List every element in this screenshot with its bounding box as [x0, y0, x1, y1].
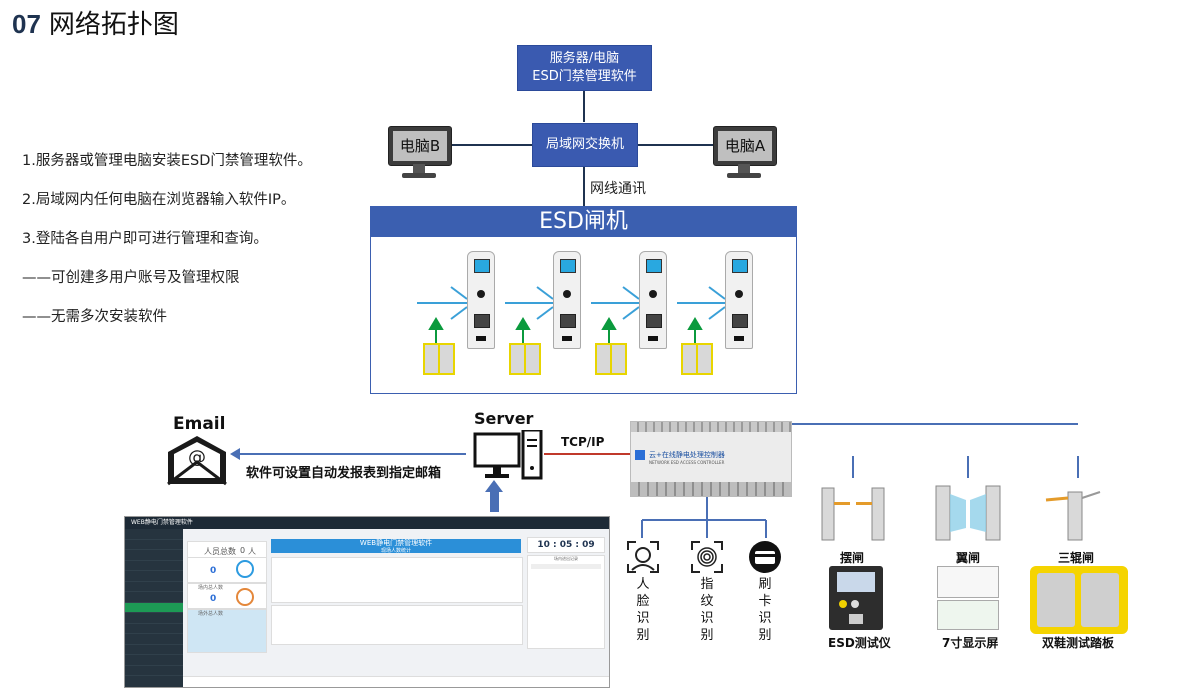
- inside-card: 0: [187, 557, 267, 583]
- shoe-pad-image: [1030, 566, 1128, 634]
- face-icon: [627, 541, 659, 573]
- email-label: Email: [173, 414, 226, 434]
- software-screenshot: WEB静电门禁管理软件 人员总数 0 人 0 场内总人数 0 场外总人数 WEB…: [124, 516, 610, 688]
- test-pad: [509, 343, 541, 375]
- chart-panel: [271, 557, 523, 603]
- tcp-label: TCP/IP: [561, 435, 605, 449]
- reader-label-face: 人脸识别: [636, 577, 650, 643]
- pc-a-label: 电脑A: [718, 131, 772, 161]
- turnstile: [467, 251, 495, 349]
- reader-label-card: 刷卡识别: [758, 577, 772, 643]
- outside-card: 场外总人数: [187, 609, 267, 653]
- list-item: ——无需多次安装软件: [22, 309, 167, 325]
- inside-count: 0: [210, 566, 217, 576]
- section-number: 07: [12, 9, 41, 39]
- switch-box: 局域网交换机: [532, 123, 638, 167]
- gate-label-tripod: 三辊闸: [1058, 551, 1095, 565]
- total-value: 0: [240, 546, 246, 555]
- gate-label-swing: 摆闸: [840, 551, 865, 565]
- gate-group-box: ESD闸机: [370, 206, 797, 394]
- turnstile: [725, 251, 753, 349]
- app-window-title: WEB静电门禁管理软件: [125, 517, 609, 529]
- switch-label: 局域网交换机: [545, 137, 624, 152]
- pc-b-label: 电脑B: [393, 131, 447, 161]
- device-label-tester: ESD测试仪: [828, 636, 891, 650]
- test-pad: [681, 343, 713, 375]
- tripod-gate-image: [1045, 491, 1101, 541]
- server-computer-icon: [473, 430, 543, 480]
- svg-text:@: @: [188, 447, 206, 468]
- test-pad: [423, 343, 455, 375]
- fingerprint-icon: [691, 541, 723, 573]
- controller-name: 云+在线静电处理控制器: [649, 451, 725, 459]
- swing-gate-image: [821, 487, 885, 541]
- inside-total-value: 0: [210, 594, 217, 604]
- test-pad: [595, 343, 627, 375]
- feature-list: 1.服务器或管理电脑安装ESD门禁管理软件。 2.局域网内任何电脑在浏览器输入软…: [22, 150, 312, 345]
- list-item: ——可创建多用户账号及管理权限: [22, 270, 240, 286]
- gate-lanes: [417, 286, 726, 343]
- chart-panel-2: [271, 605, 523, 645]
- reader-label-fingerprint: 指纹识别: [700, 577, 714, 643]
- inside-total-label: 场内总人数: [198, 585, 224, 591]
- app-sidebar: [125, 529, 183, 687]
- link-label: 网线通讯: [590, 181, 646, 197]
- app-clock: 10 : 05 : 09: [527, 537, 605, 553]
- card-icon: [749, 541, 781, 573]
- bottom-connector-lines: [230, 423, 1079, 538]
- total-unit: 人: [248, 547, 256, 556]
- server-label-line1: 服务器/电脑: [549, 51, 620, 66]
- pc-a: 电脑A: [713, 126, 777, 184]
- app-banner: WEB静电门禁管理软件 现场人数统计: [271, 539, 521, 554]
- controller-subtitle: NETWORK ESD ACCESS CONTROLLER: [649, 460, 725, 465]
- gate-group-title: ESD闸机: [371, 207, 796, 237]
- pc-b: 电脑B: [388, 126, 452, 184]
- log-panel: 场内进出记录: [527, 555, 605, 649]
- access-controller: 云+在线静电处理控制器 NETWORK ESD ACCESS CONTROLLE…: [630, 421, 792, 497]
- esd-tester-image: [829, 566, 883, 630]
- device-label-display: 7寸显示屏: [942, 636, 999, 650]
- auto-report-label: 软件可设置自动发报表到指定邮箱: [246, 466, 442, 481]
- server-label: Server: [474, 409, 534, 428]
- server-label-line2: ESD门禁管理软件: [532, 69, 637, 84]
- top-connector-lines: [446, 89, 713, 206]
- list-item: 3.登陆各自用户即可进行管理和查询。: [22, 231, 268, 247]
- app-banner-sub: 现场人数统计: [380, 548, 411, 554]
- email-envelope-icon: @: [167, 436, 227, 486]
- wing-gate-image: [935, 485, 1001, 541]
- turnstile: [553, 251, 581, 349]
- turnstile: [639, 251, 667, 349]
- gate-label-wing: 翼闸: [956, 551, 981, 565]
- total-label: 人员总数: [204, 547, 236, 556]
- section-title: 网络拓扑图: [48, 10, 179, 40]
- device-label-pad: 双鞋测试踏板: [1042, 636, 1115, 650]
- list-item: 1.服务器或管理电脑安装ESD门禁管理软件。: [22, 153, 312, 169]
- inside-total-card: 场内总人数 0: [187, 583, 267, 609]
- app-banner-title: WEB静电门禁管理软件: [359, 539, 433, 547]
- log-title: 场内进出记录: [554, 556, 578, 561]
- list-item: 2.局域网内任何电脑在浏览器输入软件IP。: [22, 192, 296, 208]
- display-screen-image: [937, 566, 999, 630]
- outside-label: 场外总人数: [198, 611, 224, 617]
- server-box: 服务器/电脑 ESD门禁管理软件: [517, 45, 652, 91]
